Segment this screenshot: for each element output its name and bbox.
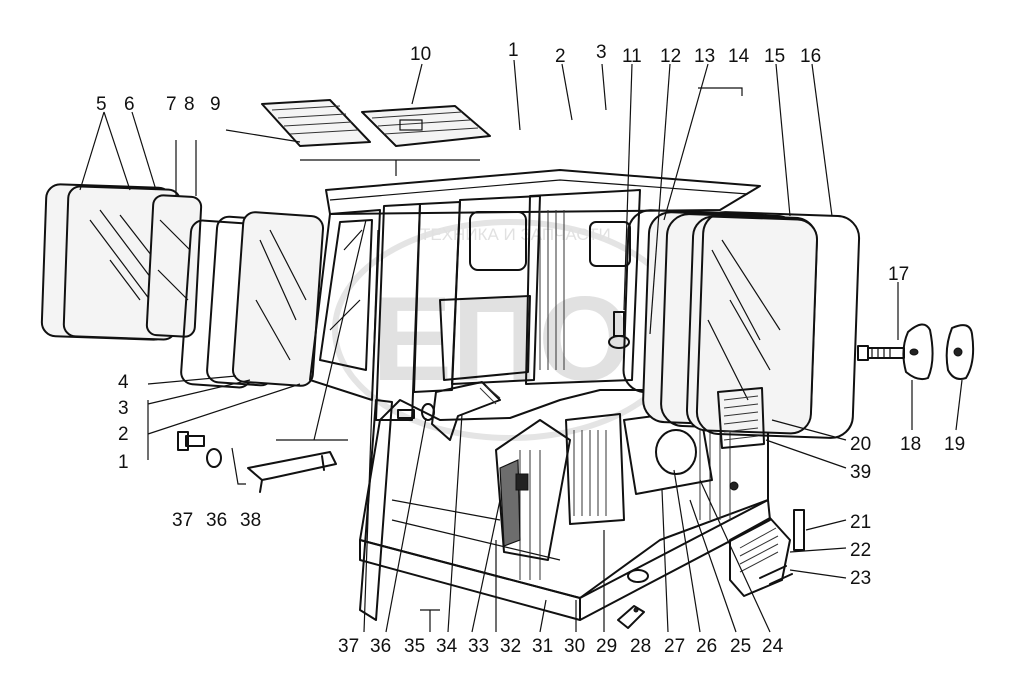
callout-11: 11 xyxy=(622,46,642,67)
glass-7-8-leader xyxy=(175,140,197,196)
callout-36-left: 36 xyxy=(206,510,227,531)
callout-21: 21 xyxy=(850,512,871,533)
grille-39 xyxy=(717,387,765,449)
callout-35: 35 xyxy=(404,636,425,657)
callout-10: 10 xyxy=(410,44,431,65)
callout-19: 19 xyxy=(944,434,965,455)
left-glass-8 xyxy=(157,219,191,301)
callout-3-top: 3 xyxy=(596,42,607,63)
callout-33: 33 xyxy=(468,636,489,657)
bracket-28 xyxy=(617,605,645,629)
washer-36-center xyxy=(421,403,435,421)
callout-3-left: 3 xyxy=(118,398,129,419)
side-glass-leaders xyxy=(147,375,301,460)
callout-17: 17 xyxy=(888,264,909,285)
side-glass-2 xyxy=(231,211,325,387)
bracket-38 xyxy=(247,451,337,493)
callout-22: 22 xyxy=(850,540,871,561)
plate-21 xyxy=(793,509,805,551)
callout-34: 34 xyxy=(436,636,458,657)
callout-32: 32 xyxy=(500,636,521,657)
cover-19 xyxy=(945,324,975,380)
watermark-text: ТЕХНИКА И ЗАПЧАСТИ xyxy=(420,225,611,244)
bottom-leaders xyxy=(363,229,771,633)
callout-39: 39 xyxy=(850,462,871,483)
watermark: ТЕХНИКА И ЗАПЧАСТИ ЕПО xyxy=(332,219,688,441)
filter-22 xyxy=(729,517,791,597)
callout-2-left: 2 xyxy=(118,424,129,445)
callout-26: 26 xyxy=(696,636,717,657)
cover-34 xyxy=(431,381,501,441)
bolt-37-center xyxy=(397,409,415,419)
top-leaders xyxy=(79,59,963,579)
callout-13: 13 xyxy=(694,46,715,67)
callout-29: 29 xyxy=(596,636,617,657)
callout-30: 30 xyxy=(564,636,585,657)
callout-23: 23 xyxy=(850,568,871,589)
bracket-38-leader xyxy=(231,447,246,485)
callout-1-top: 1 xyxy=(508,40,519,61)
cover-18 xyxy=(902,323,934,381)
callout-38: 38 xyxy=(240,510,261,531)
callout-7: 7 xyxy=(166,94,177,115)
glass-1-leader xyxy=(276,219,367,441)
right-glass-15 xyxy=(685,215,819,435)
callout-8: 8 xyxy=(184,94,195,115)
callout-9: 9 xyxy=(210,94,221,115)
glass-13-14-leader xyxy=(698,87,743,96)
bolt-11 xyxy=(608,311,630,349)
callout-24: 24 xyxy=(762,636,784,657)
callout-18: 18 xyxy=(900,434,921,455)
callout-16: 16 xyxy=(800,46,821,67)
callout-37-left: 37 xyxy=(172,510,193,531)
roof-panel-9 xyxy=(261,99,371,147)
callout-1-left: 1 xyxy=(118,452,129,473)
callout-36-bottom: 36 xyxy=(370,636,391,657)
watermark-logo: ЕПО xyxy=(372,272,632,406)
bolt-37-left xyxy=(177,431,205,451)
left-glass-7 xyxy=(145,194,203,338)
callout-25: 25 xyxy=(730,636,751,657)
callout-27: 27 xyxy=(664,636,685,657)
screw-17 xyxy=(857,345,905,361)
callout-12: 12 xyxy=(660,46,681,67)
callout-labels: 10 1 2 3 11 12 13 14 15 16 5 6 7 8 9 4 3… xyxy=(96,40,965,657)
callout-2-top: 2 xyxy=(555,46,566,67)
callout-37-bottom: 37 xyxy=(338,636,359,657)
callout-5: 5 xyxy=(96,94,107,115)
washer-36-left xyxy=(206,448,222,468)
callout-28: 28 xyxy=(630,636,651,657)
pins-23 xyxy=(759,565,793,585)
right-glass-16 xyxy=(695,211,861,439)
callout-31: 31 xyxy=(532,636,553,657)
roof-panel-10 xyxy=(361,105,491,147)
callout-20: 20 xyxy=(850,434,871,455)
roof-leader xyxy=(225,129,480,176)
callout-6: 6 xyxy=(124,94,135,115)
callout-14: 14 xyxy=(728,46,750,67)
callout-15: 15 xyxy=(764,46,785,67)
callout-4: 4 xyxy=(118,372,129,393)
clip-27 xyxy=(627,569,649,583)
